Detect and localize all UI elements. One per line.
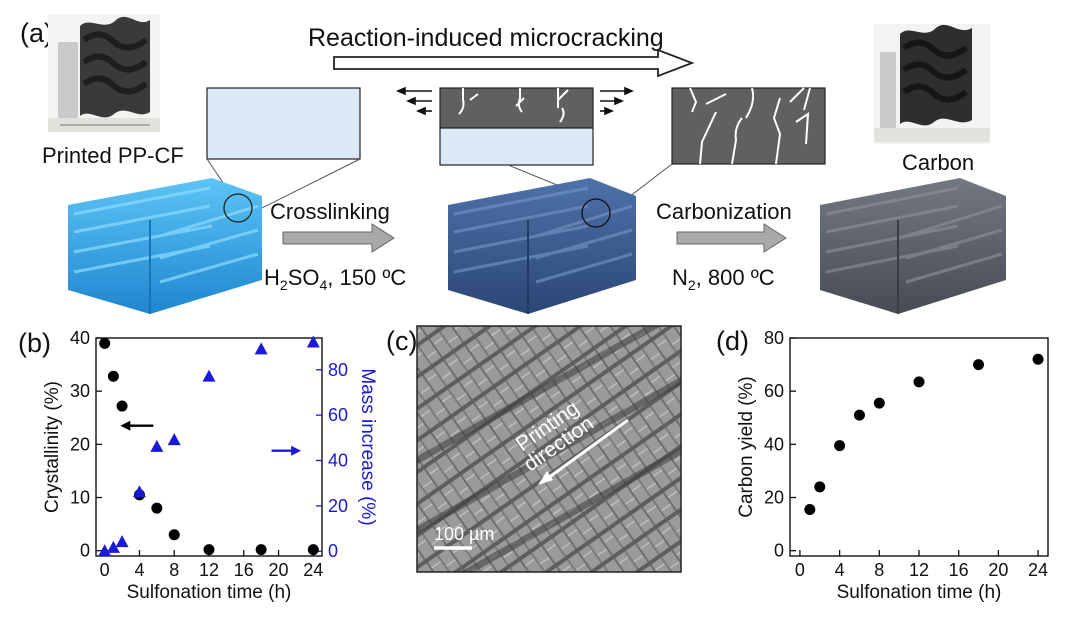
panel-a-letter: (a) <box>20 18 53 48</box>
y-tick-label: 40 <box>70 328 90 348</box>
data-point-circle <box>116 400 128 412</box>
y2-tick-label: 40 <box>328 450 348 470</box>
x-tick-label: 20 <box>269 560 289 580</box>
data-point-triangle <box>306 335 320 348</box>
carbonization-label: Carbonization <box>656 199 792 224</box>
crosslinked-inset <box>395 86 635 166</box>
carbon-label: Carbon <box>902 150 974 175</box>
y-tick-label: 20 <box>764 488 784 508</box>
data-point-circle <box>307 544 319 556</box>
panel-a-title: Reaction-induced microcracking <box>308 24 664 52</box>
y-tick-label: 30 <box>70 381 90 401</box>
panel-b-letter: (b) <box>18 328 51 358</box>
panel-d-letter: (d) <box>716 326 749 356</box>
data-point-triangle <box>167 433 181 446</box>
x-tick-label: 8 <box>169 560 179 580</box>
carbon-inset <box>671 87 826 165</box>
y2-tick-label: 60 <box>328 405 348 425</box>
x-axis-title: Sulfonation time (h) <box>837 582 1002 603</box>
panel-c-letter: (c) <box>386 326 417 356</box>
carbon-photo <box>874 24 990 144</box>
data-point-circle <box>853 409 865 421</box>
carbon-block <box>820 178 1006 314</box>
y-tick-label: 0 <box>80 541 90 561</box>
x-tick-label: 4 <box>134 560 144 580</box>
sem-image <box>417 326 681 572</box>
y-tick-label: 0 <box>774 541 784 561</box>
scalebar-label: 100 µm <box>434 524 494 544</box>
y-tick-label: 40 <box>764 434 784 454</box>
data-point-circle <box>1032 353 1044 365</box>
crosslinked-zoom-circle <box>581 198 611 228</box>
x-tick-label: 16 <box>949 560 969 580</box>
crosslinked-block <box>448 178 636 314</box>
y-tick-label: 80 <box>764 328 784 348</box>
process-arrow <box>333 48 695 78</box>
printed-zoom-circle <box>223 193 253 223</box>
y2-tick-label: 0 <box>328 541 338 561</box>
data-point-circle <box>203 544 215 556</box>
x-tick-label: 12 <box>909 560 929 580</box>
data-point-triangle <box>98 544 112 557</box>
carbonization-arrow <box>676 223 787 253</box>
data-point-circle <box>151 502 163 514</box>
printed-block <box>68 178 262 314</box>
y-tick-label: 60 <box>764 381 784 401</box>
y-axis-title: Crystallinity (%) <box>42 381 63 513</box>
data-point-circle <box>873 397 885 409</box>
data-point-triangle <box>115 535 129 548</box>
data-point-circle <box>973 359 985 371</box>
data-point-circle <box>814 481 826 493</box>
plot-frame <box>789 337 1049 557</box>
crosslinking-condition: H2SO4, 150 ºC <box>264 265 406 293</box>
printed-inset <box>206 87 361 160</box>
y-tick-label: 10 <box>70 488 90 508</box>
data-point-triangle <box>202 369 216 382</box>
y2-tick-label: 80 <box>328 360 348 380</box>
x-axis-title: Sulfonation time (h) <box>127 582 292 603</box>
data-point-circle <box>168 529 180 541</box>
axis-arrow-right-head <box>291 445 302 456</box>
y-axis-title: Carbon yield (%) <box>736 376 757 518</box>
y-tick-label: 20 <box>70 434 90 454</box>
data-point-circle <box>804 503 816 515</box>
panel-c: (c) Printing direction 100 µm <box>386 325 682 573</box>
x-tick-label: 24 <box>1028 560 1048 580</box>
y2-tick-label: 20 <box>328 496 348 516</box>
printed-label: Printed PP-CF <box>42 143 184 168</box>
x-tick-label: 0 <box>100 560 110 580</box>
x-tick-label: 8 <box>874 560 884 580</box>
x-tick-label: 16 <box>234 560 254 580</box>
data-point-circle <box>834 440 846 452</box>
data-point-triangle <box>132 485 146 498</box>
data-point-triangle <box>254 342 268 355</box>
x-tick-label: 20 <box>988 560 1008 580</box>
data-point-triangle <box>150 439 164 452</box>
crosslinking-arrow <box>282 223 395 253</box>
data-point-circle <box>99 337 111 349</box>
data-point-circle <box>913 376 925 388</box>
x-tick-label: 4 <box>835 560 845 580</box>
carbonization-condition: N2, 800 ºC <box>672 265 775 293</box>
x-tick-label: 12 <box>199 560 219 580</box>
panel-a: (a) Reaction-induced microcracking Print… <box>20 14 1006 314</box>
crosslinking-label: Crosslinking <box>270 199 390 224</box>
x-tick-label: 24 <box>303 560 323 580</box>
axis-arrow-left-head <box>120 420 131 431</box>
data-point-triangle <box>106 540 120 553</box>
data-point-circle <box>255 544 267 556</box>
y2-axis-title: Mass increase (%) <box>357 368 378 525</box>
data-point-circle <box>107 370 119 382</box>
x-tick-label: 0 <box>795 560 805 580</box>
printed-photo <box>48 14 160 132</box>
